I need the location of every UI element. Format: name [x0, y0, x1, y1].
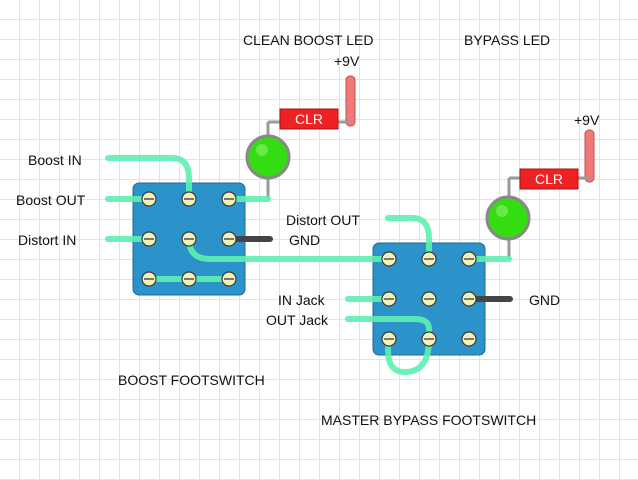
boost-in-label: Boost IN [28, 152, 82, 168]
master-bypass-footswitch-label: MASTER BYPASS FOOTSWITCH [321, 412, 536, 428]
plus9v-right-label: +9V [574, 112, 600, 128]
lug-slot [184, 238, 194, 240]
clr-resistor-left-label: CLR [295, 111, 323, 127]
out-jack-label: OUT Jack [266, 312, 329, 328]
plus9v-lead-right [584, 129, 595, 183]
clr-resistor-right[interactable] [519, 168, 579, 190]
lug-slot [224, 238, 234, 240]
lug-slot [184, 198, 194, 200]
in-jack-label: IN Jack [278, 292, 326, 308]
gnd-right-label: GND [529, 292, 560, 308]
clean-boost-led[interactable] [245, 134, 291, 180]
lug-slot [384, 298, 394, 300]
boost-footswitch-label: BOOST FOOTSWITCH [118, 372, 265, 388]
wire-boost-in [105, 155, 192, 202]
clr-resistor-right-label: CLR [535, 171, 563, 187]
distort-out-label: Distort OUT [286, 212, 360, 228]
lug-slot [424, 258, 434, 260]
lug-slot [224, 198, 234, 200]
lug-slot [144, 238, 154, 240]
lug-slot [184, 278, 194, 280]
lug-slot [464, 298, 474, 300]
bypass-led[interactable] [485, 195, 531, 241]
lug-slot [464, 338, 474, 340]
clr-resistor-left[interactable] [279, 108, 339, 130]
led-highlight [256, 144, 268, 156]
lug-slot [384, 338, 394, 340]
boost-out-label: Boost OUT [16, 192, 86, 208]
plus9v-left-label: +9V [334, 53, 360, 69]
clean-boost-led-label: CLEAN BOOST LED [243, 32, 373, 48]
lug-slot [144, 198, 154, 200]
plus9v-lead-left [345, 75, 356, 127]
lug-slot [464, 258, 474, 260]
distort-in-label: Distort IN [18, 232, 76, 248]
lug-slot [384, 258, 394, 260]
lug-slot [424, 338, 434, 340]
bypass-led-label: BYPASS LED [464, 32, 550, 48]
lug-slot [424, 298, 434, 300]
gnd-left-label: GND [289, 232, 320, 248]
lug-slot [224, 278, 234, 280]
led-highlight [496, 205, 508, 217]
wire-out-jack [345, 316, 432, 342]
wire-master-bottom-loop [385, 336, 432, 375]
lug-slot [144, 278, 154, 280]
wire-distort-out [385, 215, 432, 262]
